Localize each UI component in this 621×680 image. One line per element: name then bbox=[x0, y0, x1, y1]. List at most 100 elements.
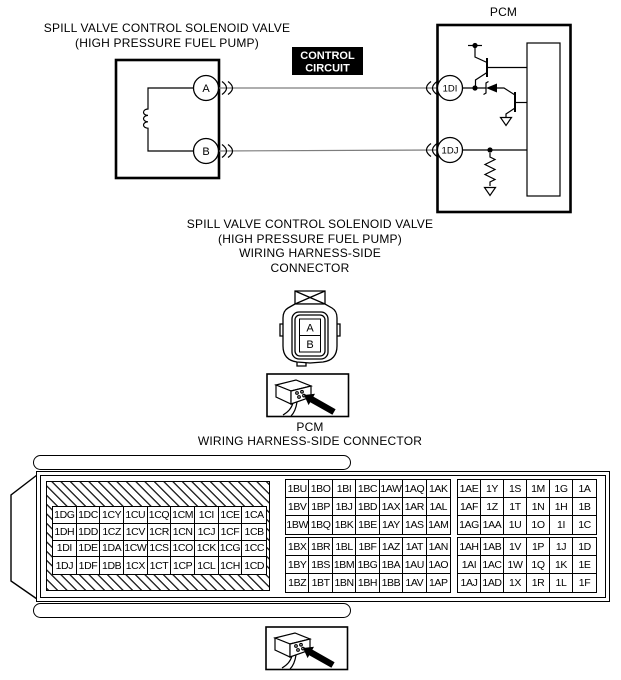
pin-cell-1W: 1W bbox=[504, 556, 527, 574]
pin-cell-1E: 1E bbox=[573, 556, 596, 574]
pin-cell-1CP: 1CP bbox=[171, 557, 195, 574]
pin-cell-1AQ: 1AQ bbox=[403, 480, 427, 498]
pin-cell-1BW: 1BW bbox=[286, 516, 310, 534]
pin-cell-1DA: 1DA bbox=[100, 540, 124, 558]
solenoid-valve-title: SPILL VALVE CONTROL SOLENOID VALVE (HIGH… bbox=[31, 21, 303, 50]
pcm-connector-label-line2: WIRING HARNESS-SIDE CONNECTOR bbox=[197, 434, 423, 449]
pin-cell-1BJ: 1BJ bbox=[332, 498, 357, 516]
pin-cell-1BO: 1BO bbox=[309, 480, 333, 498]
pcm-connector-top-rail bbox=[33, 455, 351, 470]
solenoid-coil bbox=[142, 87, 194, 152]
control-circuit-box bbox=[292, 47, 363, 75]
harness-title-line4: CONNECTOR bbox=[270, 261, 350, 276]
pin-cell-1F: 1F bbox=[573, 574, 596, 592]
pin-cell-1BH: 1BH bbox=[356, 574, 380, 592]
pin-cell-1BI: 1BI bbox=[332, 480, 357, 498]
wire-1dj bbox=[217, 149, 438, 152]
pin-cell-1DI: 1DI bbox=[53, 540, 77, 558]
pin-cell-1CC: 1CC bbox=[242, 540, 266, 558]
pin-cell-1CY: 1CY bbox=[100, 507, 124, 524]
pcm-connector-label-line1: PCM bbox=[296, 420, 324, 434]
connector-cell-b bbox=[299, 335, 321, 353]
pin-cell-1AY: 1AY bbox=[379, 516, 404, 534]
pin-cell-1CB: 1CB bbox=[242, 523, 266, 541]
control-circuit-line1: CONTROL bbox=[300, 50, 355, 62]
pin-cell-1AA: 1AA bbox=[481, 516, 504, 534]
pin-cell-1BN: 1BN bbox=[332, 574, 357, 592]
pin-cell-1AH: 1AH bbox=[458, 538, 481, 556]
pin-cell-1N: 1N bbox=[527, 498, 550, 516]
terminal-a-label: A bbox=[202, 83, 210, 95]
pcm-connector-left-wedge bbox=[10, 474, 38, 600]
pin-cell-1CJ: 1CJ bbox=[194, 523, 219, 541]
pin-cell-1CV: 1CV bbox=[123, 523, 148, 541]
pin-cell-1M: 1M bbox=[527, 480, 550, 498]
pin-cell-1AW: 1AW bbox=[379, 480, 404, 498]
circuit-diagram: A B CONTROL CIRCUIT bbox=[114, 23, 572, 214]
pin-cell-1J: 1J bbox=[550, 538, 573, 556]
harness-title-line2: (HIGH PRESSURE FUEL PUMP) bbox=[218, 231, 402, 246]
pin-cell-1CW: 1CW bbox=[123, 540, 148, 558]
junction-dot-supply bbox=[472, 42, 478, 49]
pin-cell-1BU: 1BU bbox=[286, 480, 310, 498]
pin-cell-1CN: 1CN bbox=[171, 523, 195, 541]
pin-cell-1CA: 1CA bbox=[242, 507, 266, 524]
pin-cell-1AZ: 1AZ bbox=[379, 538, 404, 556]
pin-cell-1DB: 1DB bbox=[100, 557, 124, 574]
pin-cell-1R: 1R bbox=[527, 574, 550, 592]
solenoid-title-line1: SPILL VALVE CONTROL SOLENOID VALVE bbox=[43, 21, 291, 35]
pin-cell-1CX: 1CX bbox=[123, 557, 148, 574]
pin-cell-1AB: 1AB bbox=[481, 538, 504, 556]
pin-cell-1BF: 1BF bbox=[356, 538, 380, 556]
pin-cell-1CS: 1CS bbox=[147, 540, 172, 558]
connector-chevrons-pcm bbox=[425, 81, 438, 157]
control-circuit-line2: CIRCUIT bbox=[305, 63, 350, 75]
pin-cell-1BC: 1BC bbox=[356, 480, 380, 498]
connector-chevrons-solenoid bbox=[221, 81, 234, 158]
pin-cell-1B: 1B bbox=[573, 498, 596, 516]
pin-cell-1AS: 1AS bbox=[403, 516, 427, 534]
pin-cell-1AG: 1AG bbox=[458, 516, 481, 534]
harness-connector-title: SPILL VALVE CONTROL SOLENOID VALVE (HIGH… bbox=[155, 217, 465, 276]
pin-cell-1BE: 1BE bbox=[356, 516, 380, 534]
connector-view-icon bbox=[266, 373, 350, 418]
junction-dot-1dj bbox=[487, 147, 493, 153]
harness-title-line3: WIRING HARNESS-SIDE bbox=[239, 246, 381, 261]
pin-cell-1C: 1C bbox=[573, 516, 596, 534]
pin-cell-1BQ: 1BQ bbox=[309, 516, 333, 534]
terminal-b-circle bbox=[192, 137, 220, 165]
pin-cell-1Z: 1Z bbox=[481, 498, 504, 516]
connector-view-icon-bottom bbox=[265, 626, 349, 671]
pin-cell-1CQ: 1CQ bbox=[147, 507, 172, 524]
pin-cell-1BZ: 1BZ bbox=[286, 574, 310, 592]
pcm-connector-bottom-rail bbox=[33, 603, 351, 618]
pin-cell-1AP: 1AP bbox=[426, 574, 450, 592]
pin-cell-1K: 1K bbox=[550, 556, 573, 574]
zener-diode-arrow bbox=[486, 83, 497, 93]
pin-cell-1BR: 1BR bbox=[309, 538, 333, 556]
pcm-connector-label: PCM WIRING HARNESS-SIDE CONNECTOR bbox=[160, 420, 460, 448]
pin-cell-1DD: 1DD bbox=[76, 523, 101, 541]
pin-cell-1AE: 1AE bbox=[458, 480, 481, 498]
solenoid-connector-drawing: A B bbox=[279, 290, 341, 367]
pin-cell-1D: 1D bbox=[573, 538, 596, 556]
connector-terminal-a-label: A bbox=[306, 323, 314, 335]
pcm-inner-module bbox=[526, 42, 561, 197]
pin-cell-1AJ: 1AJ bbox=[458, 574, 481, 592]
pin-cell-1CF: 1CF bbox=[218, 523, 243, 541]
pin-cell-1CZ: 1CZ bbox=[100, 523, 124, 541]
connector-terminal-b-label: B bbox=[306, 339, 313, 351]
pin-cell-1AK: 1AK bbox=[426, 480, 450, 498]
pin-cell-1CM: 1CM bbox=[171, 507, 195, 524]
pin-cell-1G: 1G bbox=[550, 480, 573, 498]
pin-cell-1AO: 1AO bbox=[426, 556, 450, 574]
pin-cell-1I: 1I bbox=[550, 516, 573, 534]
pin-cell-1A: 1A bbox=[573, 480, 596, 498]
solenoid-title-line2: (HIGH PRESSURE FUEL PUMP) bbox=[75, 35, 259, 50]
pin-cell-1DE: 1DE bbox=[76, 540, 101, 558]
